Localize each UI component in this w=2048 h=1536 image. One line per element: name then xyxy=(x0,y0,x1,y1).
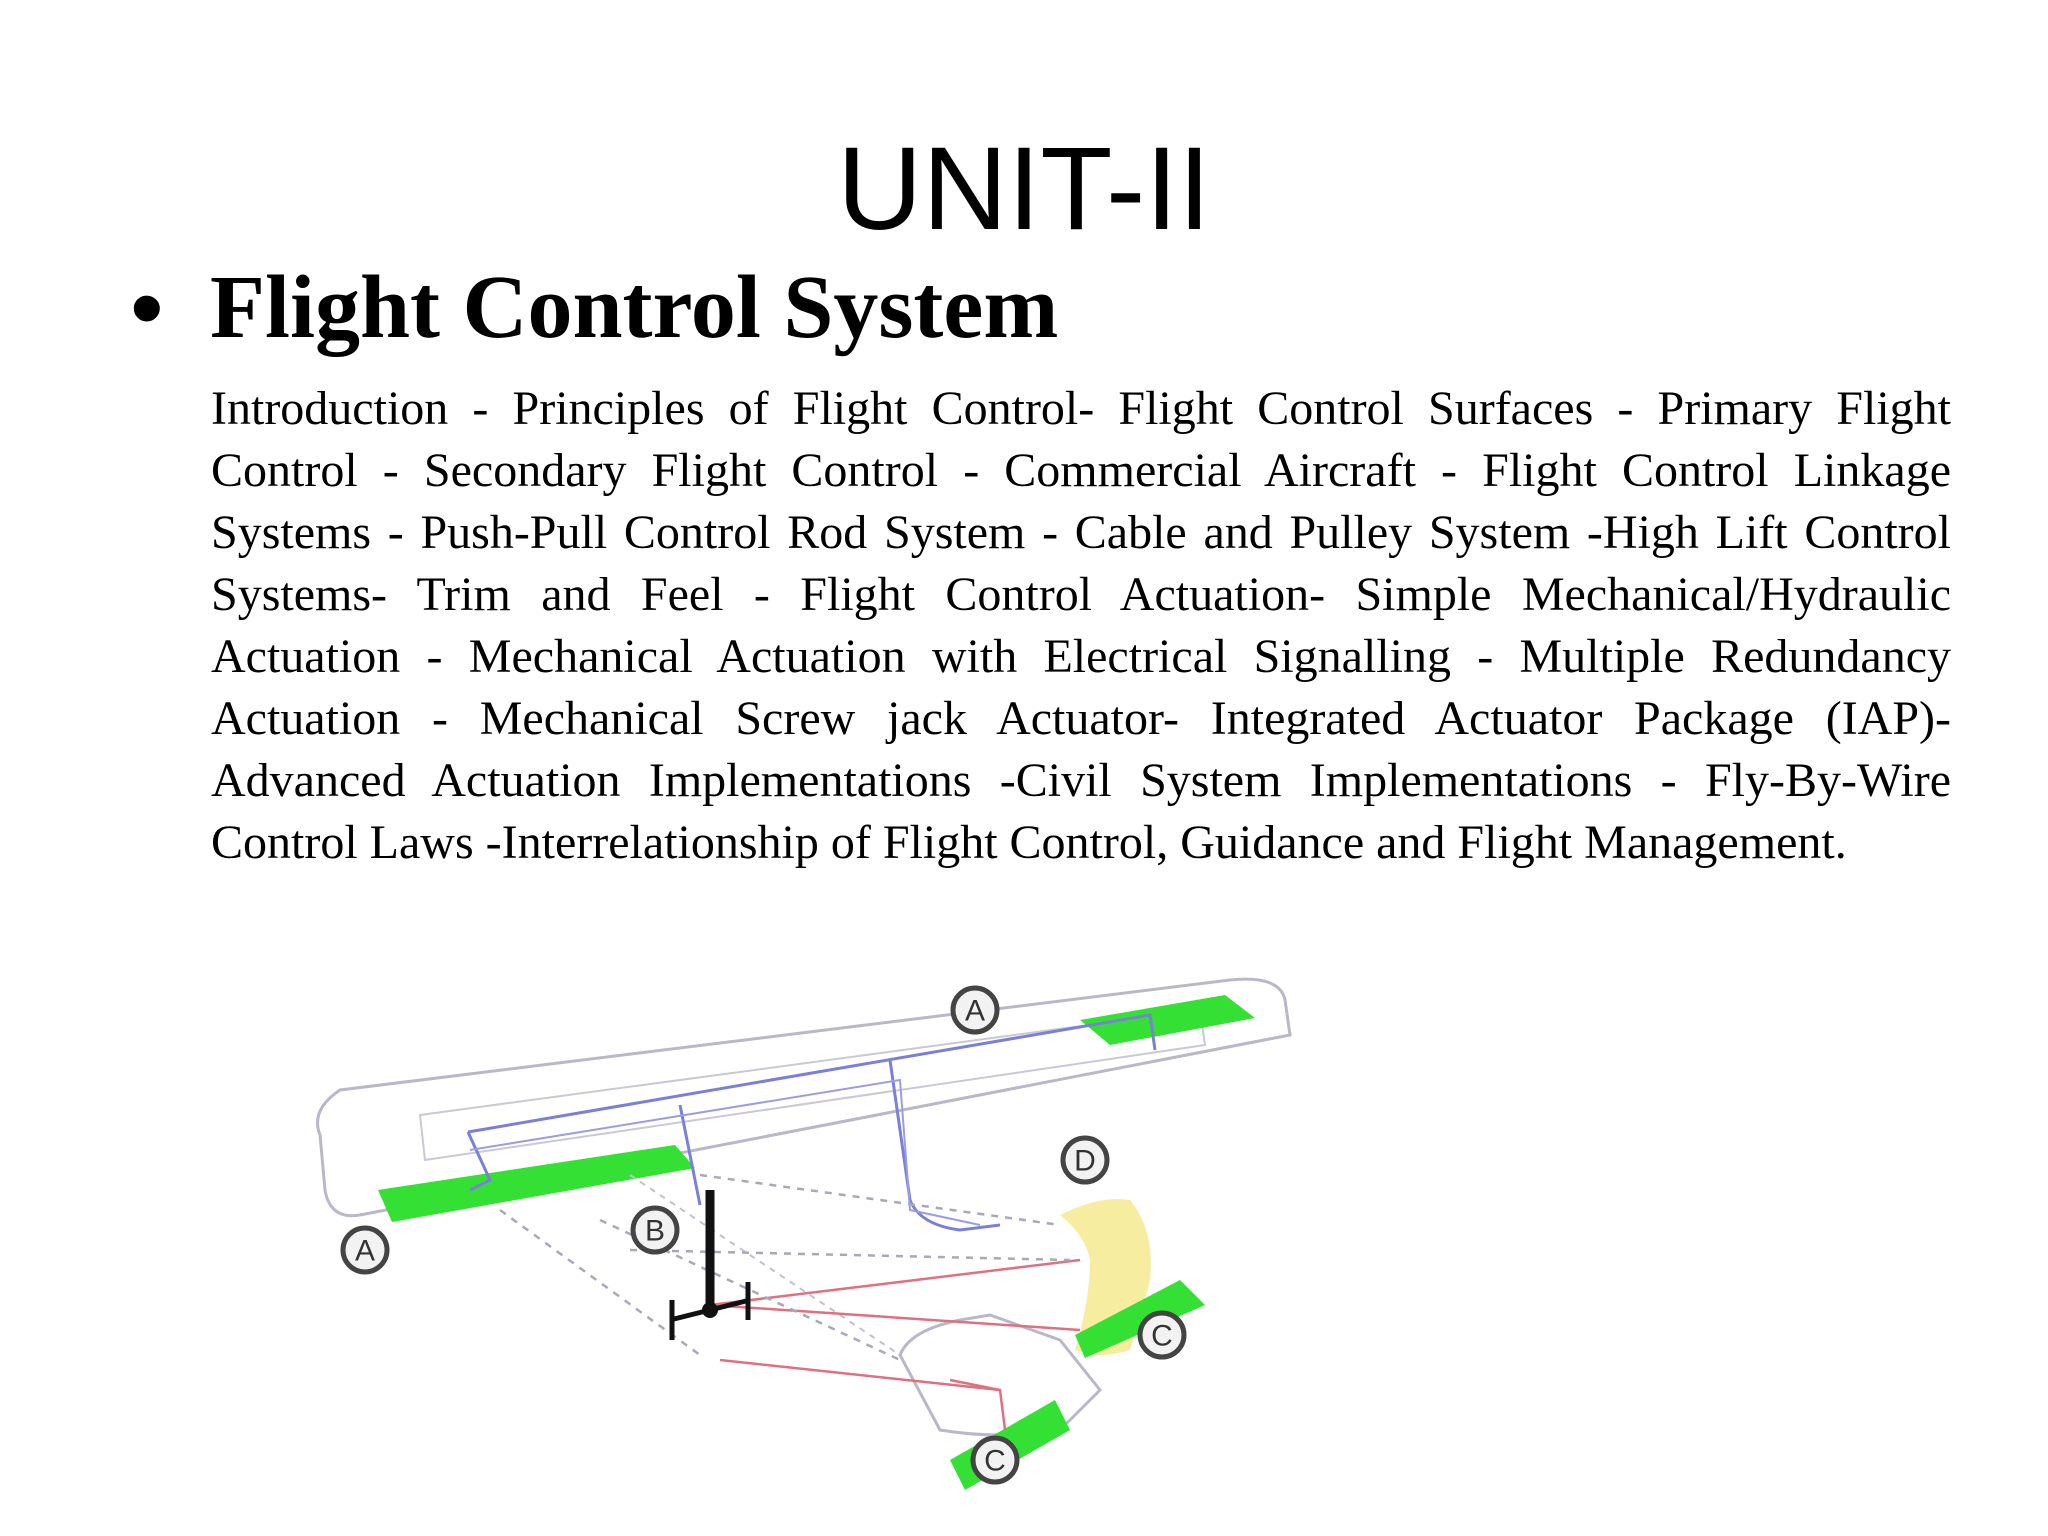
callout-rudder: D xyxy=(1060,1135,1110,1185)
wing-spar xyxy=(418,1008,1207,1162)
callout-elevator-right: C xyxy=(1137,1310,1187,1360)
rudder-linkage xyxy=(499,1173,1071,1362)
elevator-linkage xyxy=(709,1258,1081,1431)
svg-text:C: C xyxy=(984,1445,1006,1478)
svg-text:C: C xyxy=(1151,1320,1173,1353)
aileron-linkage xyxy=(466,1013,1157,1232)
slide-title: UNIT-II xyxy=(837,123,1211,255)
wing-outline xyxy=(316,977,1292,1218)
aileron-linkage-2 xyxy=(469,1078,981,1226)
control-stick-icon xyxy=(669,1190,751,1340)
aileron-right-surface xyxy=(1080,995,1255,1045)
aileron-left-surface xyxy=(378,1145,695,1222)
callout-elevator-left: C xyxy=(970,1435,1020,1485)
tail-outline xyxy=(898,1313,1103,1437)
callout-aileron-right: A xyxy=(950,985,1000,1035)
svg-text:A: A xyxy=(965,995,985,1028)
callout-aileron-left: A xyxy=(340,1225,390,1275)
elevator-right-surface xyxy=(1075,1280,1205,1358)
flight-control-diagram: A A B D C C xyxy=(300,960,1620,1520)
svg-text:A: A xyxy=(355,1235,375,1268)
callout-control-stick: B xyxy=(630,1205,680,1255)
bullet-marker: • xyxy=(130,254,164,361)
svg-text:D: D xyxy=(1074,1145,1096,1178)
svg-text:B: B xyxy=(645,1215,665,1248)
bullet-heading: Flight Control System xyxy=(210,258,1059,357)
topic-description: Introduction - Principles of Flight Cont… xyxy=(211,382,1951,869)
